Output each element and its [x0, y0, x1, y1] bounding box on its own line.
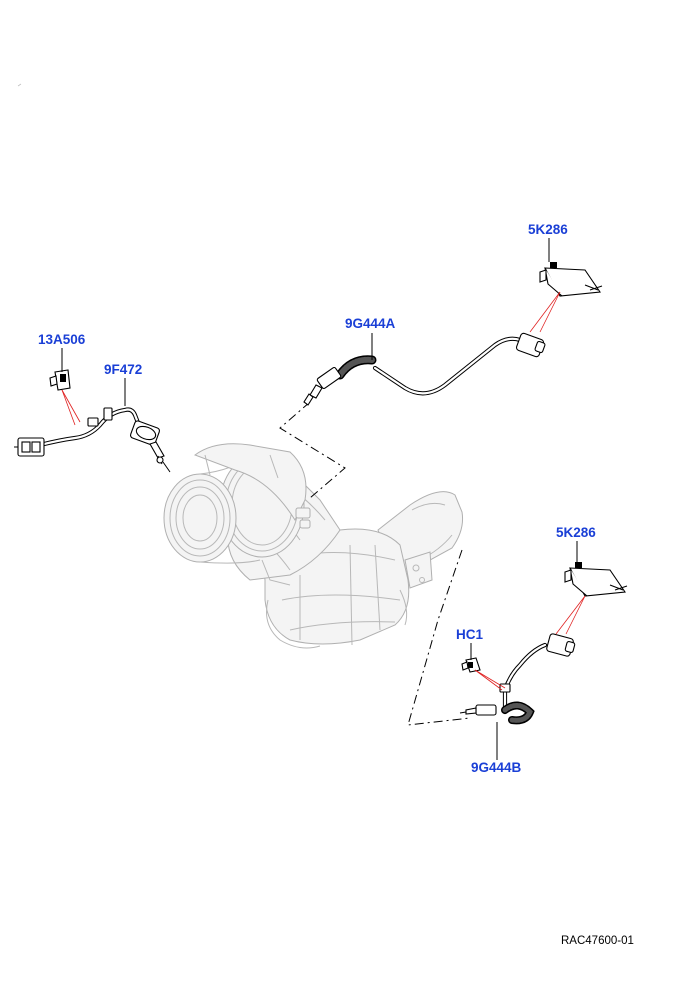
corner-mark — [17, 83, 22, 87]
sensor-9f472-harness[interactable] — [14, 407, 165, 465]
harness-connector-right[interactable] — [515, 332, 546, 358]
callout-lines — [61, 291, 586, 691]
label-leaders — [61, 238, 578, 760]
label-5k286-top: 5K286 — [528, 222, 568, 237]
label-hc1: HC1 — [456, 627, 483, 642]
control-module-5k286-bottom[interactable] — [564, 562, 628, 597]
harness-clip — [103, 407, 113, 421]
reference-code: RAC47600-01 — [561, 935, 634, 947]
sensor-9g444b-harness[interactable] — [459, 633, 576, 725]
catalytic-converter-assembly — [163, 443, 463, 649]
installation-lines — [162, 401, 471, 726]
harness-clip — [87, 417, 99, 427]
harness-connector-left[interactable] — [14, 437, 45, 457]
label-9f472: 9F472 — [104, 362, 142, 377]
clip-13a506[interactable] — [49, 369, 71, 391]
label-5k286-bottom: 5K286 — [556, 525, 596, 540]
harness-connector-bottom[interactable] — [546, 633, 576, 657]
sensor-9g444a-harness[interactable] — [303, 332, 546, 406]
control-module-5k286-top[interactable] — [539, 262, 603, 297]
label-13a506: 13A506 — [38, 332, 86, 347]
sensor-9g444b[interactable] — [459, 704, 497, 716]
clip-hc1[interactable] — [461, 657, 481, 673]
label-9g444a: 9G444A — [345, 316, 396, 331]
sensor-9f472[interactable] — [130, 420, 165, 465]
sensor-9g444a[interactable] — [303, 367, 342, 406]
label-9g444b: 9G444B — [471, 760, 522, 775]
